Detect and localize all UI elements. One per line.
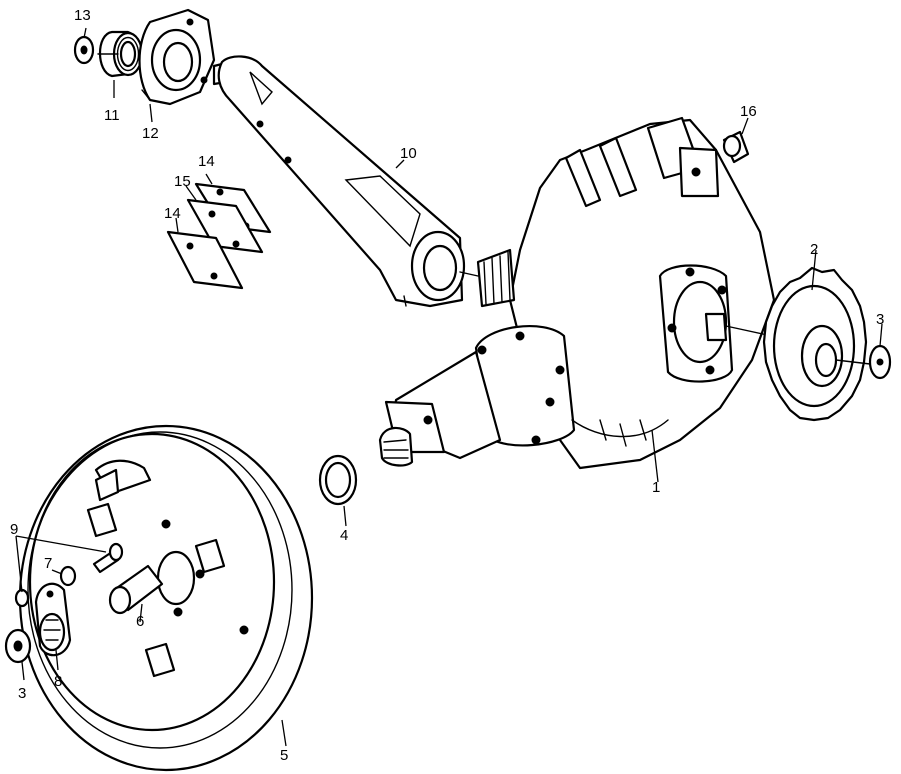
part-10-swing-arm bbox=[212, 55, 466, 308]
callout-10: 10 bbox=[400, 145, 417, 162]
callout-labels: 1 2 3 3 4 5 6 7 8 9 10 11 12 13 14 14 15… bbox=[10, 7, 884, 764]
part-9-stud bbox=[14, 535, 124, 608]
callout-16: 16 bbox=[740, 103, 757, 120]
part-15-shim-middle bbox=[186, 198, 264, 254]
callout-13: 13 bbox=[74, 7, 91, 24]
callout-3-left: 3 bbox=[18, 685, 26, 702]
callout-12: 12 bbox=[142, 125, 159, 142]
callout-2: 2 bbox=[810, 241, 818, 258]
callout-8: 8 bbox=[54, 673, 62, 690]
part-11-bearing bbox=[97, 30, 144, 78]
part-3-washer-right bbox=[835, 323, 892, 380]
callout-9: 9 bbox=[10, 521, 18, 538]
callout-14-upper: 14 bbox=[198, 153, 215, 170]
part-2-sprocket bbox=[762, 249, 868, 422]
top-leader-lines bbox=[83, 27, 749, 233]
callout-6: 6 bbox=[136, 613, 144, 630]
part-4-seal-ring bbox=[318, 454, 358, 527]
part-14-shim-lower bbox=[166, 230, 244, 290]
callout-7: 7 bbox=[44, 555, 52, 572]
part-5-wheel-hub bbox=[18, 424, 314, 772]
part-13-washer bbox=[73, 35, 95, 65]
callout-4: 4 bbox=[340, 527, 348, 544]
part-1-final-drive-case bbox=[378, 116, 776, 483]
part-16-bushing bbox=[722, 130, 750, 164]
callout-11: 11 bbox=[104, 107, 120, 124]
callout-15: 15 bbox=[174, 173, 191, 190]
callout-1: 1 bbox=[652, 479, 660, 496]
part-3-washer-left bbox=[4, 628, 32, 681]
part-12-housing bbox=[138, 8, 216, 106]
part-6-collar bbox=[108, 564, 164, 623]
callout-5: 5 bbox=[280, 747, 288, 764]
callout-3-right: 3 bbox=[876, 311, 884, 328]
part-8-drive-flange bbox=[34, 582, 72, 671]
callout-14-lower: 14 bbox=[164, 205, 181, 222]
part-7-nut bbox=[51, 565, 77, 587]
